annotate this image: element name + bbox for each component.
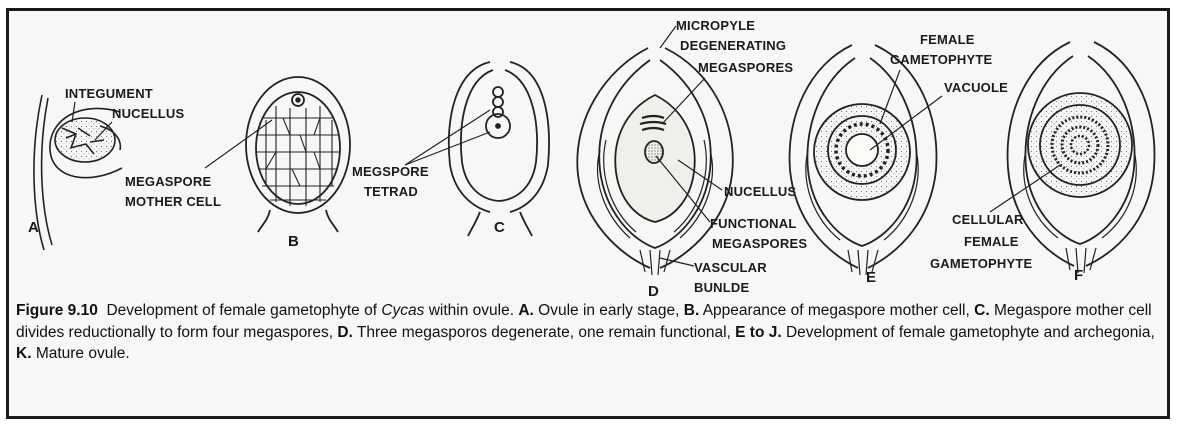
- label-female-gam-2: GAMETOPHYTE: [890, 52, 992, 67]
- panel-e-drawing: [790, 45, 937, 275]
- panel-b-drawing: [246, 77, 350, 232]
- caption-b-label: B.: [684, 302, 700, 319]
- panel-label-b: B: [288, 233, 299, 250]
- label-integument: INTEGUMENT: [65, 86, 153, 101]
- caption-a-label: A.: [518, 302, 534, 319]
- caption-k-label: K.: [16, 345, 32, 362]
- label-cellular-3: GAMETOPHYTE: [930, 256, 1032, 271]
- label-functional-2: MEGASPORES: [712, 236, 807, 251]
- label-degenerating-2: MEGASPORES: [698, 60, 793, 75]
- label-megaspore-mother-cell-1: MEGASPORE: [125, 174, 211, 189]
- ovule-development-diagram: INTEGUMENT NUCELLUS A MEGASPORE MOTHER C…: [0, 0, 1180, 300]
- label-female-gam-1: FEMALE: [920, 32, 975, 47]
- caption-c-label: C.: [974, 302, 990, 319]
- panel-f-drawing: [1008, 42, 1155, 273]
- panel-label-e: E: [866, 269, 876, 286]
- caption-a-text: Ovule in early stage,: [538, 302, 679, 319]
- figure-caption: Figure 9.10 Development of female gameto…: [16, 300, 1166, 365]
- caption-d-label: D.: [337, 324, 353, 341]
- panel-label-d: D: [648, 283, 659, 300]
- caption-k-text: Mature ovule.: [36, 345, 130, 362]
- caption-b-text: Appearance of megaspore mother cell,: [703, 302, 970, 319]
- panel-label-a: A: [28, 219, 39, 236]
- panel-d-drawing: [577, 48, 733, 275]
- panel-label-f: F: [1074, 267, 1083, 284]
- caption-d-text: Three megasporos degenerate, one remain …: [357, 324, 731, 341]
- caption-genus: Cycas: [381, 302, 424, 319]
- label-nucellus-a: NUCELLUS: [112, 106, 185, 121]
- caption-intro: Development of female gametophyte of: [106, 302, 377, 319]
- label-megaspore-tetrad-2: TETRAD: [364, 184, 418, 199]
- label-degenerating-1: DEGENERATING: [680, 38, 786, 53]
- caption-ej-label: E to J.: [735, 324, 782, 341]
- panel-c-drawing: [449, 62, 549, 236]
- caption-ej-text: Development of female gametophyte and ar…: [786, 324, 1155, 341]
- caption-intro-end: within ovule.: [429, 302, 514, 319]
- label-megaspore-tetrad-1: MEGSPORE: [352, 164, 429, 179]
- label-vascular-1: VASCULAR: [694, 260, 767, 275]
- label-micropyle: MICROPYLE: [676, 18, 755, 33]
- caption-figure-label: Figure 9.10: [16, 302, 98, 319]
- label-nucellus-d: NUCELLUS: [724, 184, 797, 199]
- label-megaspore-mother-cell-2: MOTHER CELL: [125, 194, 221, 209]
- label-vascular-2: BUNLDE: [694, 280, 749, 295]
- label-cellular-1: CELLULAR: [952, 212, 1024, 227]
- panel-label-c: C: [494, 219, 505, 236]
- label-functional-1: FUNCTIONAL: [710, 216, 797, 231]
- label-cellular-2: FEMALE: [964, 234, 1019, 249]
- label-vacuole: VACUOLE: [944, 80, 1008, 95]
- panel-a-drawing: [34, 95, 122, 250]
